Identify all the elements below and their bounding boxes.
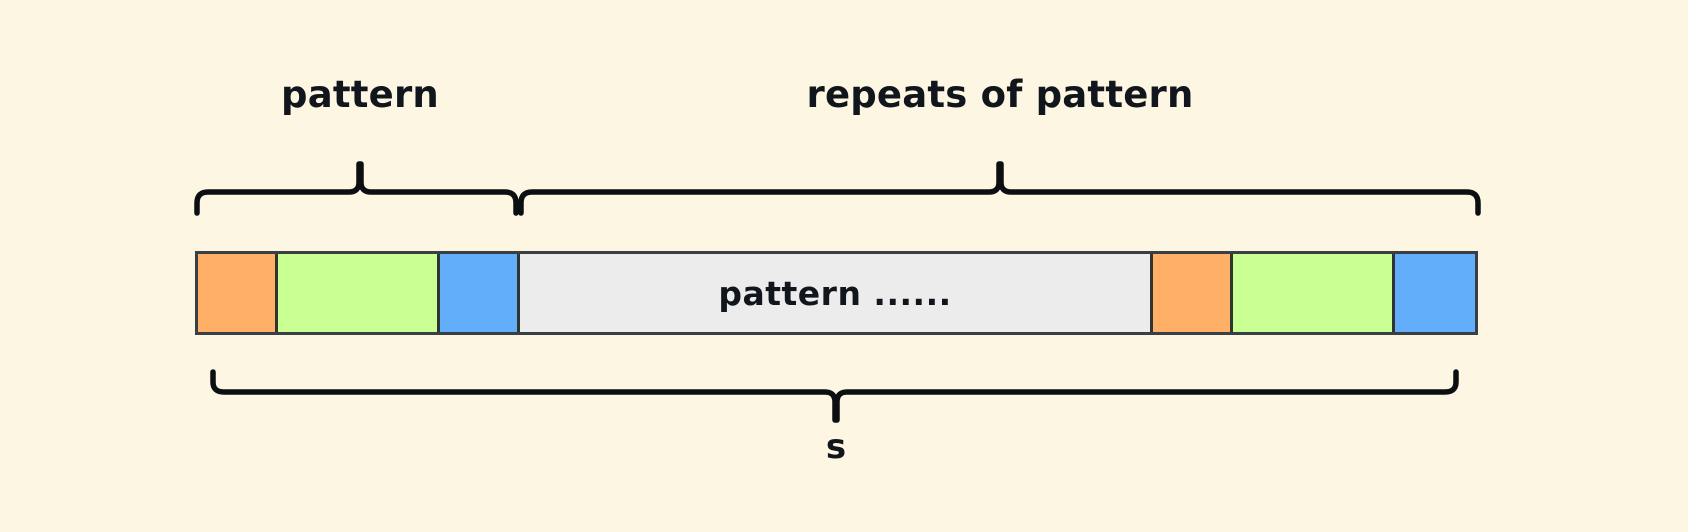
repeat-block-blue xyxy=(1395,254,1475,332)
label-pattern: pattern xyxy=(281,73,439,116)
string-bar: pattern ...... xyxy=(195,251,1478,335)
repeat-block-orange xyxy=(1153,254,1233,332)
brace-top-right xyxy=(518,161,1481,216)
repeats-block-ellipsis: pattern ...... xyxy=(520,254,1153,332)
pattern-block-blue xyxy=(440,254,520,332)
pattern-block-green xyxy=(278,254,440,332)
pattern-block-orange xyxy=(198,254,278,332)
label-repeats-of-pattern: repeats of pattern xyxy=(806,73,1194,116)
repeat-block-green xyxy=(1233,254,1395,332)
repeats-block-label: pattern ...... xyxy=(718,273,952,313)
label-string-s: s xyxy=(825,427,847,467)
brace-bottom xyxy=(210,369,1459,423)
brace-top-left xyxy=(194,161,519,216)
